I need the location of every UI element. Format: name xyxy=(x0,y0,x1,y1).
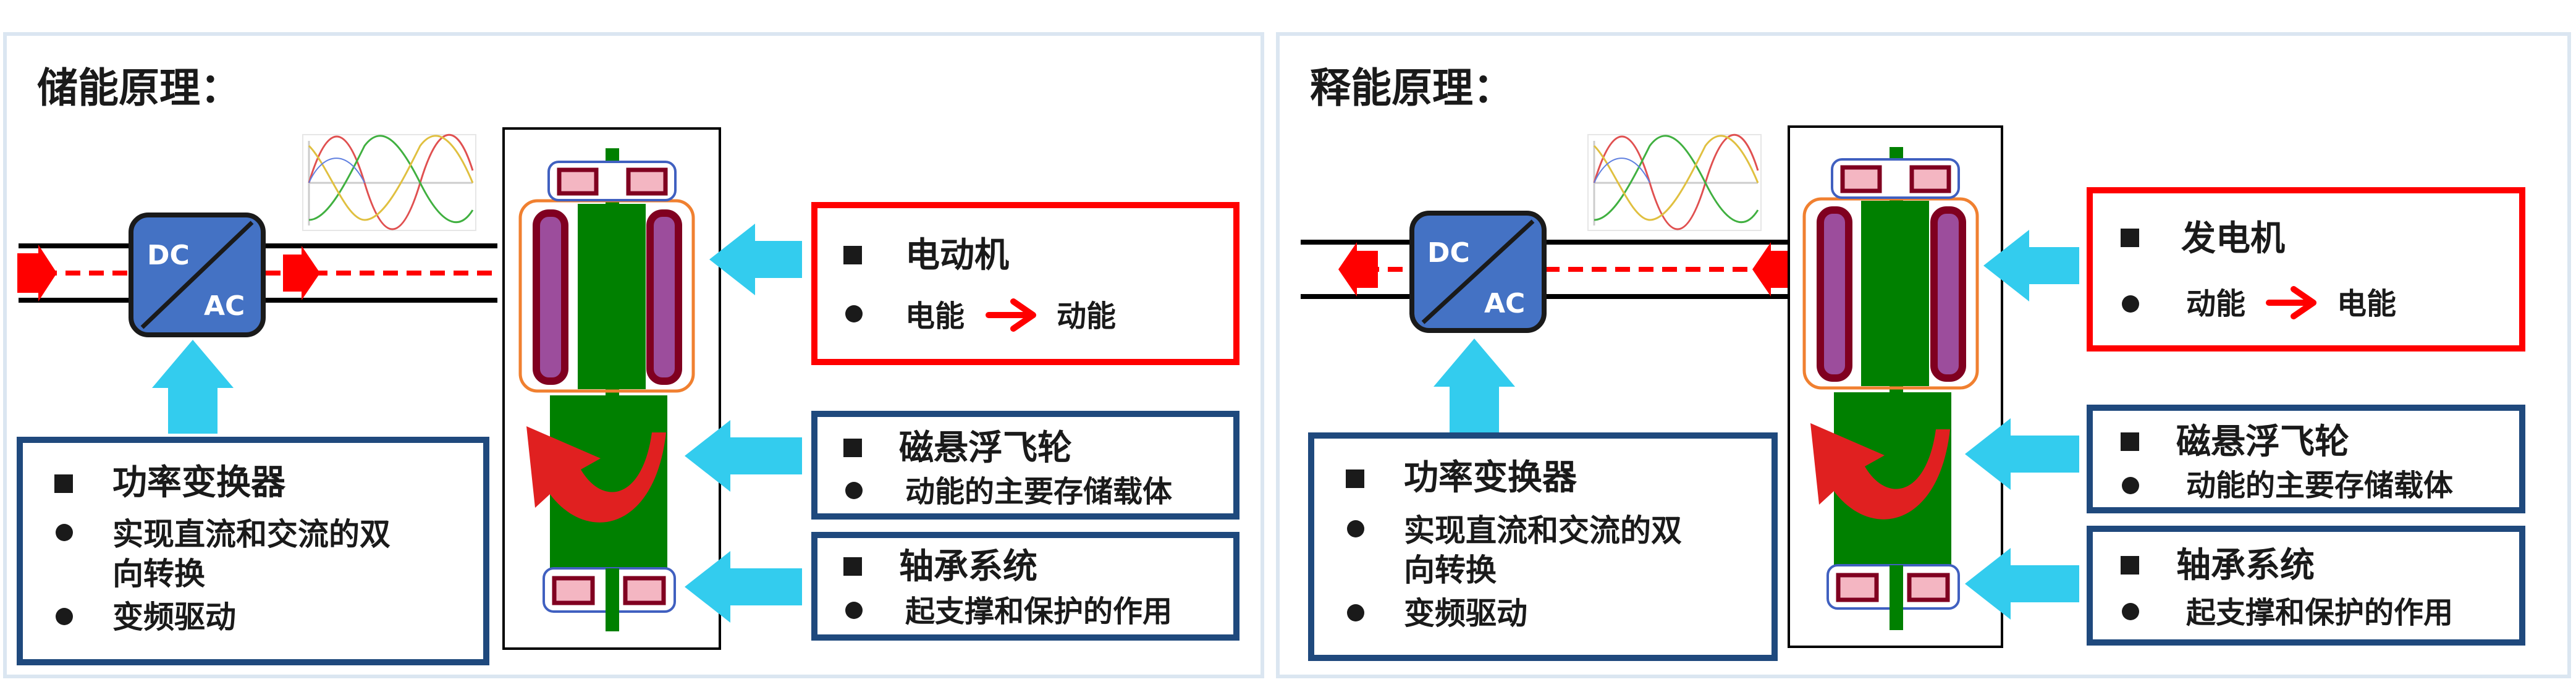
ac-line xyxy=(1543,240,1801,299)
energy-to-label: 动能 xyxy=(1057,299,1116,334)
flywheel-machine xyxy=(502,127,721,650)
converter-item-2: 变频驱动 xyxy=(1404,596,1527,631)
three-phase-waveform-icon xyxy=(1587,133,1762,231)
bearing-heading: 轴承系统 xyxy=(2176,545,2315,586)
bearing-item: 起支撑和保护的作用 xyxy=(905,594,1172,629)
flow-arrow-icon xyxy=(17,245,57,301)
panel-title: 释能原理： xyxy=(1310,64,1514,112)
bottom-bearing-right xyxy=(1907,573,1950,602)
bullet-square-icon xyxy=(2121,229,2139,247)
bottom-bearing-right xyxy=(623,576,666,605)
bullet-dot-icon xyxy=(1347,520,1364,537)
converter-item-2: 变频驱动 xyxy=(112,599,236,635)
flow-arrow-icon xyxy=(283,246,320,300)
converter-item-1-line-2: 向转换 xyxy=(1404,552,1497,588)
converter-info-box: 功率变换器 实现直流和交流的双 向转换 变频驱动 xyxy=(1308,432,1778,661)
bullet-square-icon xyxy=(1346,469,1364,488)
rotor-upper xyxy=(578,204,646,389)
bullet-dot-icon xyxy=(1347,604,1364,621)
converter-dc-label: DC xyxy=(1427,237,1470,269)
rotation-arrow-icon xyxy=(526,426,666,523)
flywheel-pointer-arrow-icon xyxy=(685,420,802,492)
bullet-dot-icon xyxy=(845,482,863,499)
bullet-square-icon xyxy=(54,474,73,493)
rotation-arrow-icon xyxy=(1810,423,1950,520)
energy-from-label: 电能 xyxy=(905,299,965,334)
bullet-dot-icon xyxy=(2122,477,2139,494)
flywheel-item: 动能的主要存储载体 xyxy=(905,474,1172,509)
converter-item-1-line-1: 实现直流和交流的双 xyxy=(112,516,391,552)
generator-heading: 发电机 xyxy=(2181,219,2285,259)
converter-ac-label: AC xyxy=(204,290,245,322)
converter-item-1-line-2: 向转换 xyxy=(112,556,205,592)
bearing-info-box: 轴承系统 起支撑和保护的作用 xyxy=(811,532,1239,641)
bullet-dot-icon xyxy=(56,608,73,625)
flywheel-heading: 磁悬浮飞轮 xyxy=(2176,422,2349,462)
stator-right xyxy=(646,209,682,385)
stator-left xyxy=(533,209,568,385)
panel-title: 储能原理： xyxy=(37,64,241,112)
bullet-square-icon xyxy=(843,439,862,457)
bullet-dot-icon xyxy=(56,524,73,541)
flow-arrow-icon xyxy=(1338,242,1378,297)
bullet-square-icon xyxy=(2121,432,2139,451)
ac-line xyxy=(263,243,497,303)
dc-line xyxy=(17,243,136,303)
dc-line xyxy=(1301,240,1416,299)
flywheel-machine xyxy=(1788,125,2003,648)
energy-to-label: 电能 xyxy=(2337,287,2396,321)
flywheel-info-box: 磁悬浮飞轮 动能的主要存储载体 xyxy=(811,411,1239,520)
flywheel-info-box: 磁悬浮飞轮 动能的主要存储载体 xyxy=(2087,405,2525,513)
dc-ac-converter: DC AC xyxy=(1409,211,1547,333)
motor-heading: 电动机 xyxy=(905,235,1009,276)
energy-from-label: 动能 xyxy=(2186,287,2245,321)
bullet-dot-icon xyxy=(845,305,863,322)
converter-item-1-line-1: 实现直流和交流的双 xyxy=(1404,513,1682,549)
flywheel-heading: 磁悬浮飞轮 xyxy=(899,428,1072,468)
bearing-pointer-arrow-icon xyxy=(685,551,802,623)
top-bearing-right xyxy=(1909,165,1951,193)
release-panel: 释能原理： DC AC xyxy=(1276,32,2571,678)
converter-info-box: 功率变换器 实现直流和交流的双 向转换 变频驱动 xyxy=(17,437,489,665)
bullet-dot-icon xyxy=(845,602,863,619)
converter-heading: 功率变换器 xyxy=(112,463,286,503)
bullet-dot-icon xyxy=(2122,295,2139,313)
storage-panel: 储能原理： DC AC xyxy=(3,32,1264,678)
motor-info-box: 电动机 电能 动能 xyxy=(811,202,1239,365)
bearing-info-box: 轴承系统 起支撑和保护的作用 xyxy=(2087,526,2525,646)
bullet-square-icon xyxy=(2121,556,2139,575)
up-arrow-icon xyxy=(152,340,234,434)
motor-pointer-arrow-icon xyxy=(709,224,802,295)
bottom-bearing-left xyxy=(1836,573,1879,602)
generator-pointer-arrow-icon xyxy=(1983,230,2079,301)
conversion-arrow-icon xyxy=(2266,286,2316,319)
conversion-arrow-icon xyxy=(986,298,1036,332)
converter-dc-label: DC xyxy=(147,240,190,271)
top-bearing-right xyxy=(626,167,668,196)
converter-ac-label: AC xyxy=(1484,288,1525,319)
stator-right xyxy=(1930,206,1966,382)
flow-arrow-icon xyxy=(1752,242,1792,297)
flywheel-item: 动能的主要存储载体 xyxy=(2186,468,2453,503)
bullet-square-icon xyxy=(843,246,862,264)
rotor-upper xyxy=(1861,201,1929,386)
top-bearing-left xyxy=(1840,165,1882,193)
bearing-item: 起支撑和保护的作用 xyxy=(2186,596,2453,630)
stator-left xyxy=(1817,206,1852,382)
bearing-pointer-arrow-icon xyxy=(1965,548,2079,620)
three-phase-waveform-icon xyxy=(302,133,476,231)
converter-heading: 功率变换器 xyxy=(1404,458,1577,498)
bullet-square-icon xyxy=(843,557,862,576)
bullet-dot-icon xyxy=(2122,603,2139,620)
up-arrow-icon xyxy=(1434,339,1515,432)
bottom-bearing-left xyxy=(552,576,595,605)
top-bearing-left xyxy=(557,167,599,196)
flywheel-pointer-arrow-icon xyxy=(1965,418,2079,490)
dc-ac-converter: DC AC xyxy=(129,213,266,337)
generator-info-box: 发电机 动能 电能 xyxy=(2087,187,2525,352)
bearing-heading: 轴承系统 xyxy=(899,547,1037,587)
